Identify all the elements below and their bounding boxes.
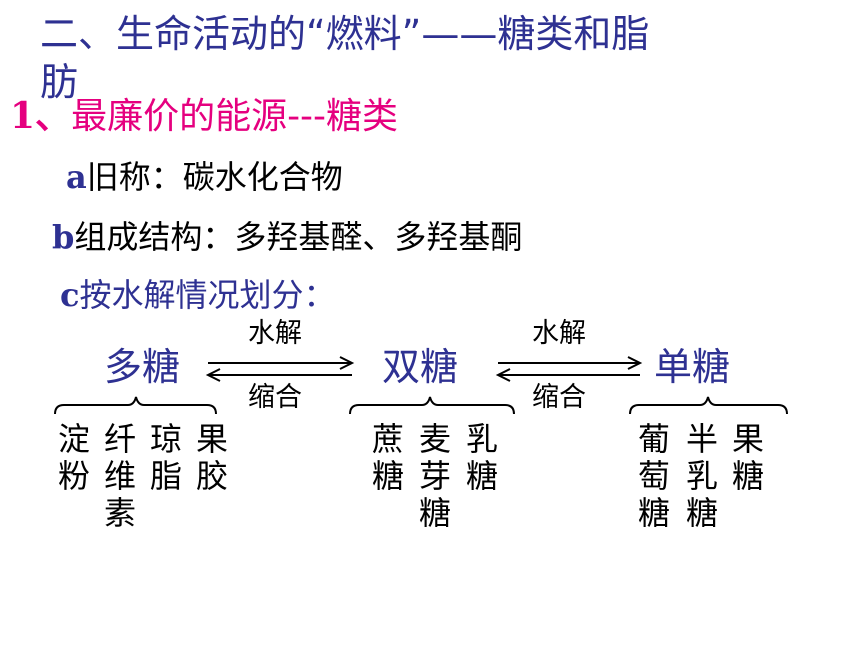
slide-title-continued: 肪	[40, 60, 79, 104]
slide-title: 二、生命活动的“燃料”——糖类和脂	[40, 12, 650, 56]
example-lactose: 乳糖	[465, 420, 498, 495]
item-a-letter: a	[66, 158, 87, 196]
category-disaccharide: 双糖	[382, 345, 459, 389]
item-a-text: 旧称：碳水化合物	[86, 158, 343, 196]
arrow-label-hydrolysis-2: 水解	[532, 318, 586, 349]
brace-monosaccharide	[629, 396, 788, 415]
section-number: 1、	[10, 95, 72, 137]
example-pectin: 果胶	[195, 420, 228, 495]
arrow-backward-2	[495, 368, 640, 382]
item-b-letter: b	[52, 218, 75, 256]
example-fructose: 果糖	[731, 420, 764, 495]
brace-disaccharide	[349, 396, 515, 415]
item-c-letter: c	[60, 276, 80, 314]
category-polysaccharide: 多糖	[104, 345, 181, 389]
example-galactose: 半乳糖	[685, 420, 718, 532]
arrow-label-condensation-1: 缩合	[248, 382, 302, 413]
item-c: c按水解情况划分：	[60, 274, 336, 316]
example-cellulose: 纤维素	[103, 420, 136, 532]
brace-polysaccharide	[54, 396, 217, 415]
section-heading: 1、最廉价的能源---糖类	[10, 92, 398, 141]
section-text: 最廉价的能源---糖类	[71, 96, 399, 137]
category-monosaccharide: 单糖	[654, 345, 731, 389]
example-maltose: 麦芽糖	[418, 420, 451, 532]
example-sucrose: 蔗糖	[371, 420, 404, 495]
item-c-text: 按水解情况划分：	[79, 276, 336, 314]
item-b-text: 组成结构：多羟基醛、多羟基酮	[74, 218, 523, 256]
item-a: a旧称：碳水化合物	[66, 156, 343, 198]
arrow-label-hydrolysis-1: 水解	[248, 318, 302, 349]
item-b: b组成结构：多羟基醛、多羟基酮	[52, 216, 522, 258]
example-glucose: 葡萄糖	[637, 420, 670, 532]
example-starch: 淀粉	[57, 420, 90, 495]
arrow-forward-1	[208, 356, 355, 370]
example-agar: 琼脂	[149, 420, 182, 495]
arrow-label-condensation-2: 缩合	[532, 382, 586, 413]
arrow-forward-2	[498, 356, 643, 370]
arrow-backward-1	[205, 368, 352, 382]
